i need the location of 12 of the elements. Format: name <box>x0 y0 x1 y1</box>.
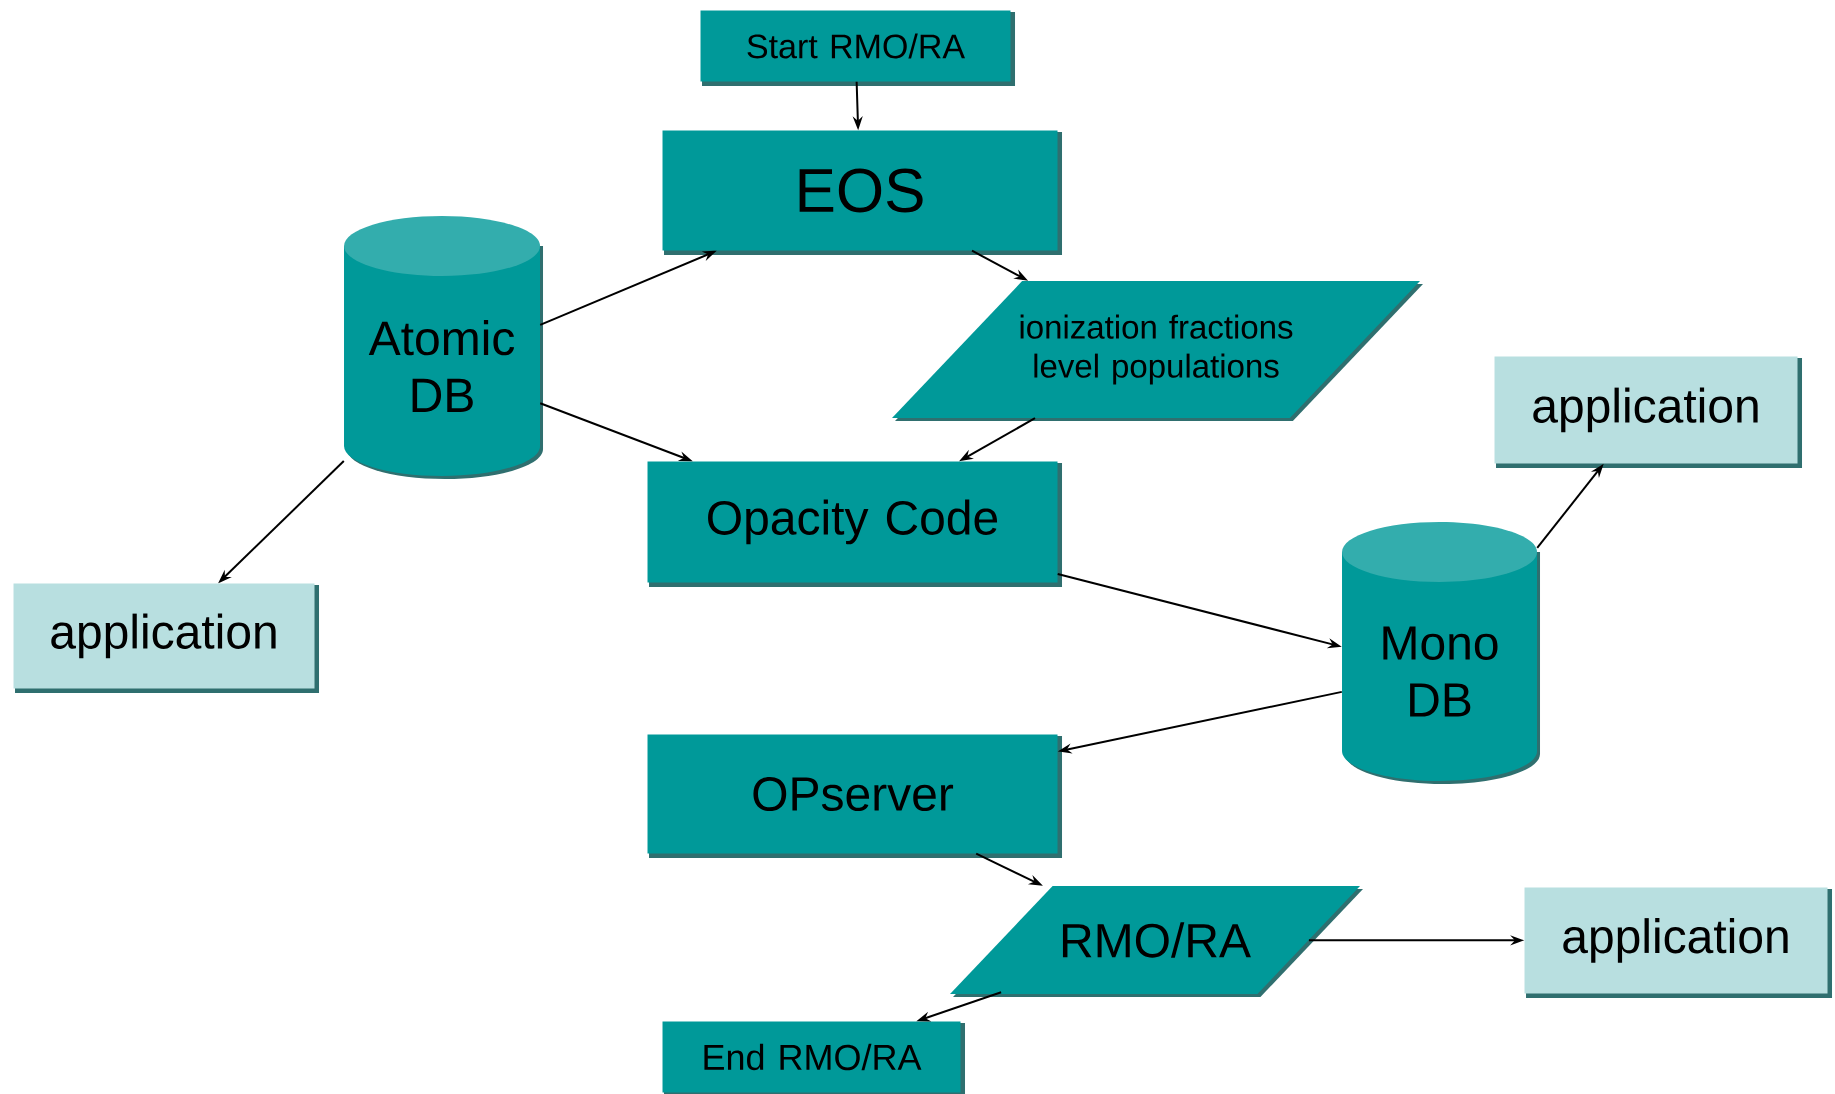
application-box: application <box>13 583 319 693</box>
data-parallelogram: RMO/RA <box>950 886 1363 997</box>
data-parallelogram: ionization fractions level populations <box>892 281 1423 421</box>
process-box: End RMO/RA <box>662 1021 965 1094</box>
database-cylinder: Mono DB <box>1342 522 1540 784</box>
application-box: application <box>1524 887 1832 998</box>
application-box: application <box>1494 356 1802 468</box>
process-box: Start RMO/RA <box>700 10 1015 86</box>
process-box: EOS <box>662 130 1062 255</box>
process-box: Opacity Code <box>647 461 1062 587</box>
process-box: OPserver <box>647 734 1062 858</box>
database-cylinder: Atomic DB <box>344 216 543 479</box>
